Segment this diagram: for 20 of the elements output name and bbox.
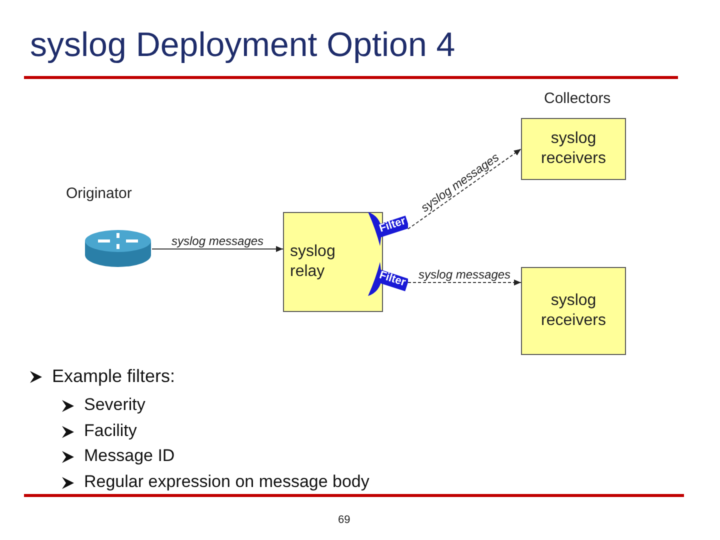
bullet-text: Severity xyxy=(84,395,146,415)
filter-label: Filter xyxy=(378,269,408,289)
edge-label: syslog messages xyxy=(172,234,264,248)
group-heading: Collectors xyxy=(544,90,611,107)
edge-label: syslog messages xyxy=(418,268,511,282)
bullet-text: Facility xyxy=(84,421,137,441)
arrow xyxy=(408,148,522,230)
filter-label: Filter xyxy=(378,215,408,235)
arrow xyxy=(408,280,522,286)
filter-funnel xyxy=(366,210,408,248)
arrow xyxy=(152,246,284,252)
receiver-box: syslog receivers xyxy=(521,267,626,355)
slide-title: syslog Deployment Option 4 xyxy=(30,26,456,65)
receiver-box: syslog receivers xyxy=(521,118,626,180)
node-caption: Originator xyxy=(66,185,132,202)
bullet-text: Regular expression on message body xyxy=(84,472,370,492)
filter-funnel xyxy=(366,260,408,298)
page-number: 69 xyxy=(338,514,350,526)
bullet-text: Message ID xyxy=(84,446,175,466)
bullet-text: Example filters: xyxy=(52,366,176,387)
